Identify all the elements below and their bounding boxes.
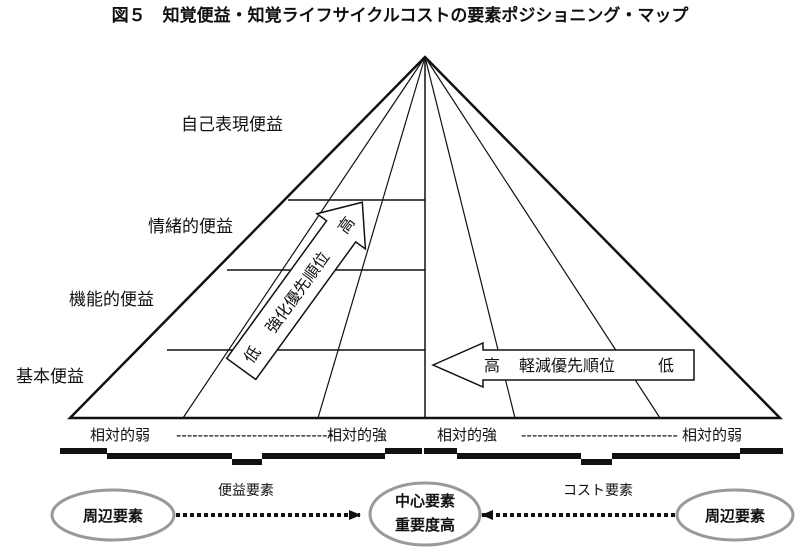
reduce-priority-arrow: 高 軽減優先順位 低 [431, 341, 695, 389]
level-label-functional: 機能的便益 [69, 290, 154, 310]
stepped-bar-left [60, 448, 422, 465]
radial-line-left-2 [317, 56, 426, 419]
level-label-emotional: 情緒的便益 [148, 217, 233, 237]
benefit-elements-label: 便益要素 [218, 483, 274, 499]
core-label-line1: 中心要素 [395, 492, 455, 510]
scale-dashes-right: ----------------------------- [521, 426, 678, 444]
pyramid [67, 55, 783, 420]
reduce-high-label: 高 [484, 356, 500, 375]
peripheral-right-label: 周辺要素 [705, 507, 765, 525]
radial-line-left-1 [182, 56, 426, 419]
reduce-arrow-shape [431, 341, 695, 389]
scale-strong-right: 相対的強 [437, 426, 497, 444]
reduce-priority-label: 軽減優先順位 [519, 356, 615, 375]
scale-strong-left: 相対的強 [327, 426, 387, 444]
peripheral-node-left: 周辺要素 [50, 488, 176, 542]
scale-weak-left: 相対的弱 [90, 426, 150, 444]
core-node: 中心要素 重要度高 [368, 481, 482, 547]
cost-connector: コスト要素 [481, 483, 675, 520]
scale-weak-right: 相対的弱 [682, 426, 742, 444]
strengthen-arrow-shape [225, 201, 367, 381]
level-label-self-expression: 自己表現便益 [181, 115, 283, 135]
cost-elements-label: コスト要素 [563, 483, 633, 499]
level-label-basic: 基本便益 [16, 367, 84, 387]
core-label-line2: 重要度高 [395, 516, 455, 534]
peripheral-node-right: 周辺要素 [675, 488, 795, 542]
relative-scale: 相対的弱 ----------------------------- 相対的強 … [90, 426, 742, 444]
stepped-bar-right [424, 448, 783, 465]
strengthen-priority-arrow: 低 強化優先順位 高 [225, 201, 367, 381]
reduce-low-label: 低 [658, 356, 674, 375]
figure-title: 図５ 知覚便益・知覚ライフサイクルコストの要素ポジショニング・マップ [112, 5, 690, 26]
peripheral-left-label: 周辺要素 [83, 507, 143, 525]
scale-dashes-left: ----------------------------- [176, 426, 333, 444]
benefit-connector: 便益要素 [176, 483, 361, 520]
